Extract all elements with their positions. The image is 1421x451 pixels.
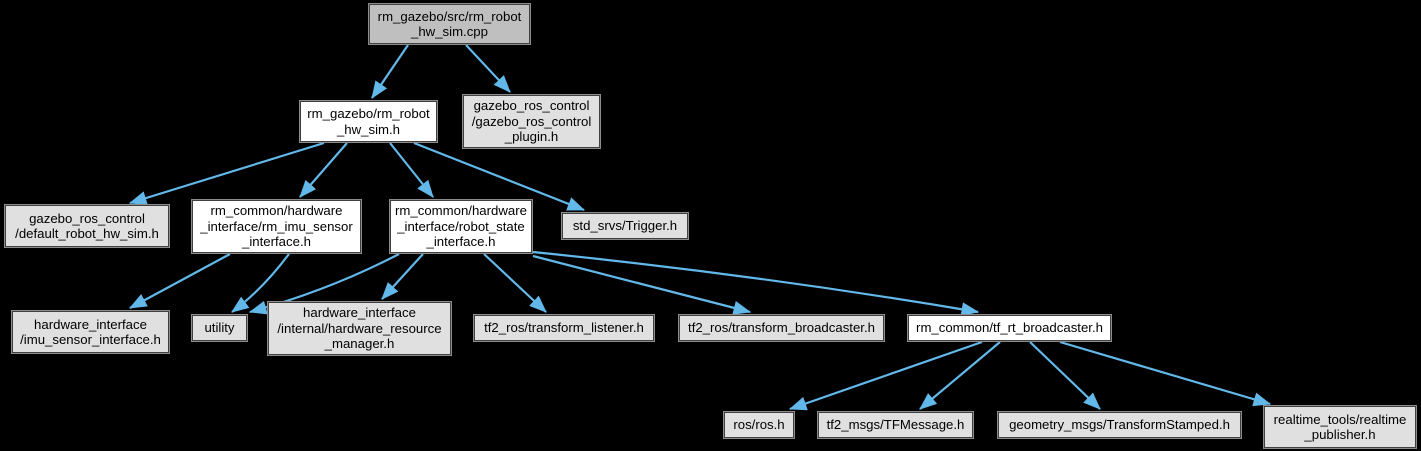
graph-node-utility[interactable]: utility <box>191 314 248 342</box>
graph-edge <box>413 141 586 212</box>
graph-edge <box>1029 341 1101 410</box>
graph-node-label: rm_common/tf_rt_broadcaster.h <box>916 320 1103 336</box>
graph-node-transform-broadcaster-h[interactable]: tf2_ros/transform_broadcaster.h <box>678 314 885 342</box>
graph-edge <box>371 44 409 99</box>
graph-node-std-srvs-trigger-h[interactable]: std_srvs/Trigger.h <box>561 212 689 240</box>
graph-edge <box>919 341 1001 410</box>
graph-node-label: gazebo_ros_control /default_robot_hw_sim… <box>15 210 159 241</box>
graph-node-realtime-publisher-h[interactable]: realtime_tools/realtime _publisher.h <box>1263 405 1417 449</box>
graph-node-imu-sensor-interface-h[interactable]: hardware_interface /imu_sensor_interface… <box>11 310 170 354</box>
graph-node-label: tf2_ros/transform_broadcaster.h <box>688 320 875 336</box>
graph-edge <box>532 254 752 315</box>
graph-edge <box>128 141 325 205</box>
graph-node-label: gazebo_ros_control /gazebo_ros_control _… <box>471 98 592 145</box>
graph-edge <box>788 340 983 411</box>
graph-edge <box>532 250 980 317</box>
graph-node-label: tf2_msgs/TFMessage.h <box>826 417 965 433</box>
graph-node-ros-ros-h[interactable]: ros/ros.h <box>723 411 795 439</box>
graph-node-label: rm_common/hardware _interface/rm_imu_sen… <box>200 203 353 250</box>
graph-edge <box>465 44 511 93</box>
graph-node-hardware-resource-manager-h[interactable]: hardware_interface /internal/hardware_re… <box>267 301 452 356</box>
graph-edge <box>1059 340 1272 407</box>
graph-node-default-robot-hw-sim-h[interactable]: gazebo_ros_control /default_robot_hw_sim… <box>4 204 170 248</box>
graph-node-label: geometry_msgs/TransformStamped.h <box>1009 417 1230 433</box>
graph-node-rm-robot-hw-sim-h[interactable]: rm_gazebo/rm_robot _hw_sim.h <box>299 100 438 143</box>
graph-node-label: rm_common/hardware _interface/robot_stat… <box>395 203 527 250</box>
graph-node-transform-listener-h[interactable]: tf2_ros/transform_listener.h <box>473 314 655 342</box>
graph-node-tf2-msgs-tfmessage-h[interactable]: tf2_msgs/TFMessage.h <box>817 411 974 439</box>
graph-edges <box>128 44 1272 411</box>
graph-node-gazebo-ros-control-plugin-h[interactable]: gazebo_ros_control /gazebo_ros_control _… <box>462 94 601 149</box>
graph-node-label: rm_gazebo/rm_robot _hw_sim.h <box>307 106 430 137</box>
graph-node-rm-robot-hw-sim-cpp[interactable]: rm_gazebo/src/rm_robot _hw_sim.cpp <box>368 3 531 45</box>
graph-node-label: hardware_interface /internal/hardware_re… <box>277 305 442 352</box>
graph-node-label: utility <box>204 320 235 336</box>
graph-node-rm-imu-sensor-interface-h[interactable]: rm_common/hardware _interface/rm_imu_sen… <box>191 199 362 254</box>
graph-node-tf-rt-broadcaster-h[interactable]: rm_common/tf_rt_broadcaster.h <box>907 314 1112 342</box>
graph-edge <box>381 253 424 300</box>
graph-edge <box>483 253 547 313</box>
graph-node-label: ros/ros.h <box>733 417 785 433</box>
graph-edge <box>389 142 434 198</box>
graph-node-label: tf2_ros/transform_listener.h <box>484 320 644 336</box>
graph-node-transform-stamped-h[interactable]: geometry_msgs/TransformStamped.h <box>997 411 1242 439</box>
graph-edge <box>231 253 290 313</box>
graph-edge <box>299 142 348 198</box>
graph-node-label: std_srvs/Trigger.h <box>572 218 678 234</box>
graph-node-robot-state-interface-h[interactable]: rm_common/hardware _interface/robot_stat… <box>389 199 533 254</box>
graph-node-label: hardware_interface /imu_sensor_interface… <box>20 316 161 347</box>
graph-node-label: realtime_tools/realtime _publisher.h <box>1273 411 1407 442</box>
graph-node-label: rm_gazebo/src/rm_robot _hw_sim.cpp <box>377 8 522 39</box>
graph-edge <box>129 253 231 309</box>
